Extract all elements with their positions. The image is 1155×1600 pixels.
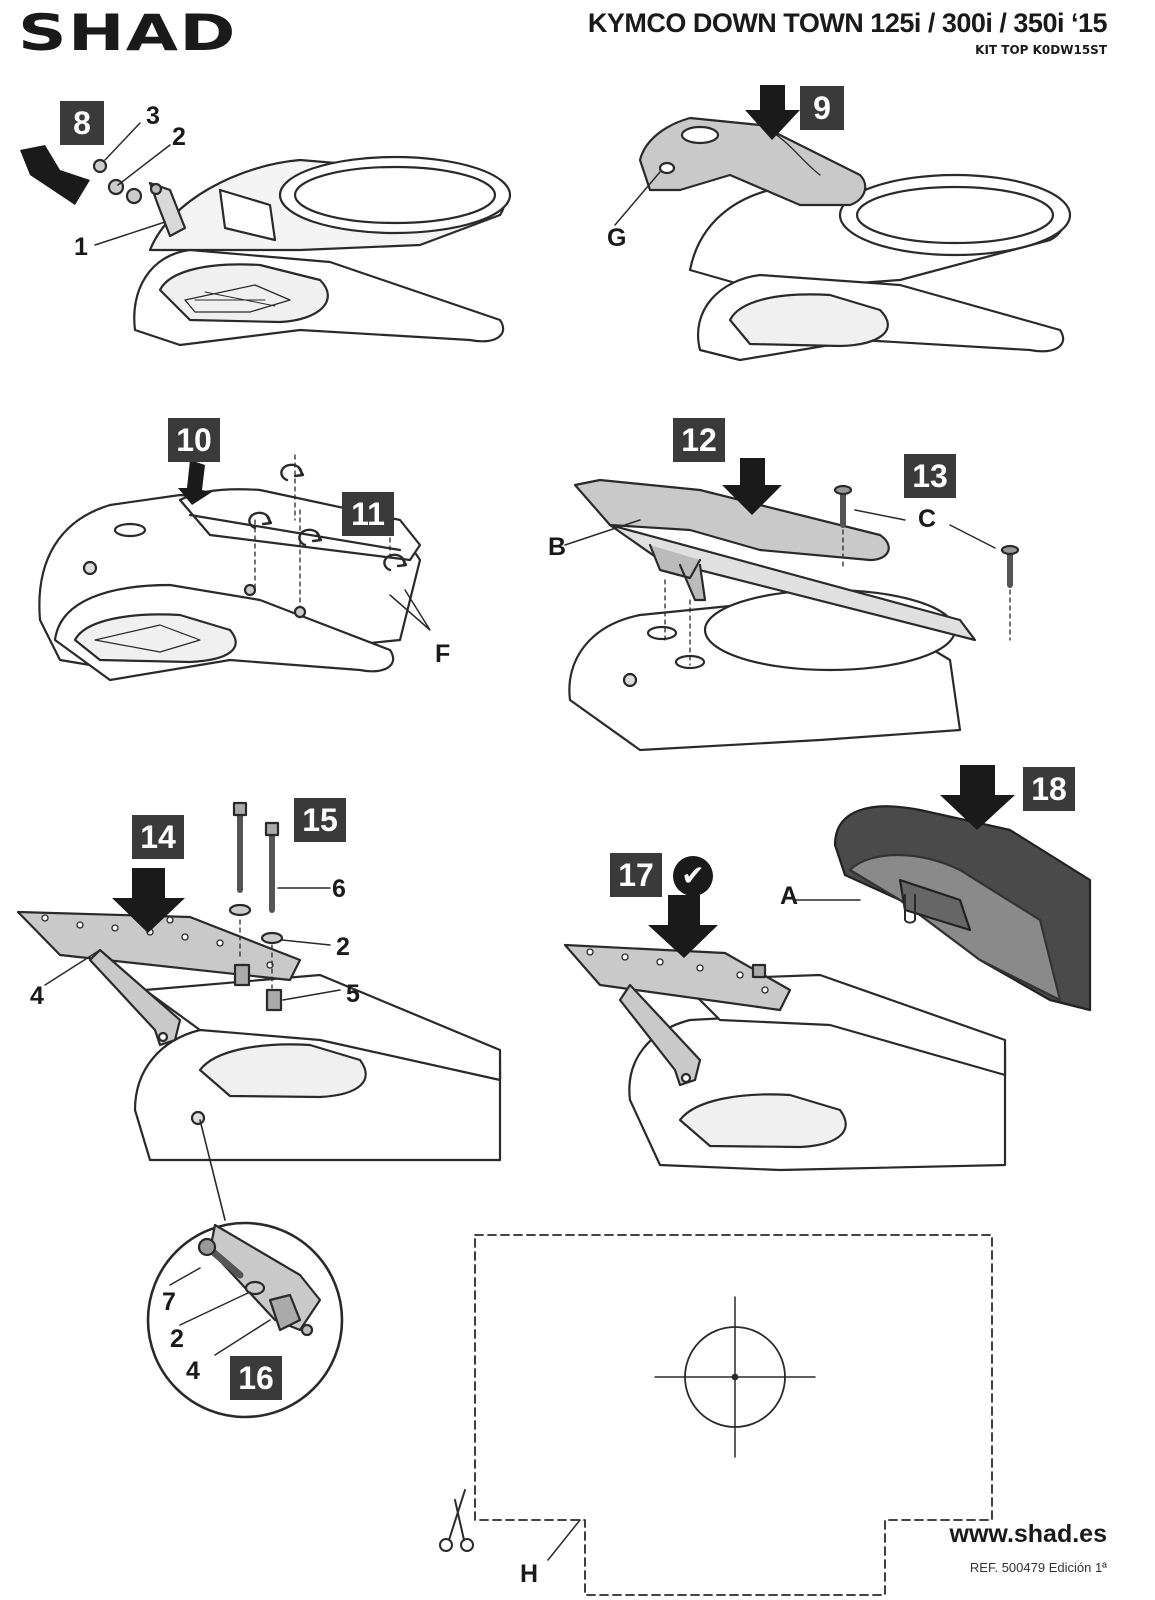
- part-label-2: 2: [172, 123, 186, 151]
- part-label-1: 1: [74, 233, 88, 261]
- step-badge-16: 16: [230, 1356, 282, 1400]
- checkmark-icon: ✔: [673, 856, 713, 896]
- illustration-step-12-13: [564, 458, 1020, 752]
- cutting-template-outline: [439, 1234, 993, 1596]
- document-reference: REF. 500479 Edición 1ª: [969, 1560, 1107, 1575]
- part-label-F: F: [435, 640, 451, 668]
- part-label-4: 4: [30, 982, 44, 1010]
- step-badge-9: 9: [800, 86, 844, 130]
- website-link[interactable]: www.shad.es: [949, 1520, 1107, 1548]
- step-badge-15: 15: [294, 798, 346, 842]
- illustration-step-17: [563, 895, 1007, 1172]
- step-badge-11: 11: [342, 492, 394, 536]
- part-label-G: G: [607, 224, 627, 252]
- part-label-5: 5: [346, 980, 360, 1008]
- step-badge-12: 12: [673, 418, 725, 462]
- kit-reference: KIT TOP K0DW15ST: [975, 43, 1107, 57]
- part-label-2-step15: 2: [336, 933, 350, 961]
- step-badge-10: 10: [168, 418, 220, 462]
- part-label-H: H: [520, 1560, 539, 1588]
- illustration-step-18: [794, 765, 1092, 1012]
- illustration-step-9: [614, 85, 1072, 362]
- step-badge-18: 18: [1023, 767, 1075, 811]
- part-label-B: B: [548, 533, 567, 561]
- step-badge-13: 13: [904, 454, 956, 498]
- illustration-step-16: [146, 1221, 344, 1419]
- part-label-3: 3: [146, 102, 160, 130]
- step-badge-17: 17: [610, 853, 662, 897]
- part-label-6: 6: [332, 875, 346, 903]
- illustration-step-8: [20, 122, 512, 347]
- illustration-step-10-11: [38, 454, 431, 682]
- illustration-step-14-15: [16, 801, 502, 1221]
- part-label-C: C: [918, 505, 937, 533]
- part-label-4-step16: 4: [186, 1357, 200, 1385]
- part-label-2-step16: 2: [170, 1325, 184, 1353]
- part-label-A: A: [780, 882, 799, 910]
- brand-logo: SHAD: [18, 4, 237, 62]
- step-badge-8: 8: [60, 101, 104, 145]
- part-label-7: 7: [162, 1288, 176, 1316]
- step-badge-14: 14: [132, 815, 184, 859]
- page-title: KYMCO DOWN TOWN 125i / 300i / 350i ‘15: [587, 8, 1108, 38]
